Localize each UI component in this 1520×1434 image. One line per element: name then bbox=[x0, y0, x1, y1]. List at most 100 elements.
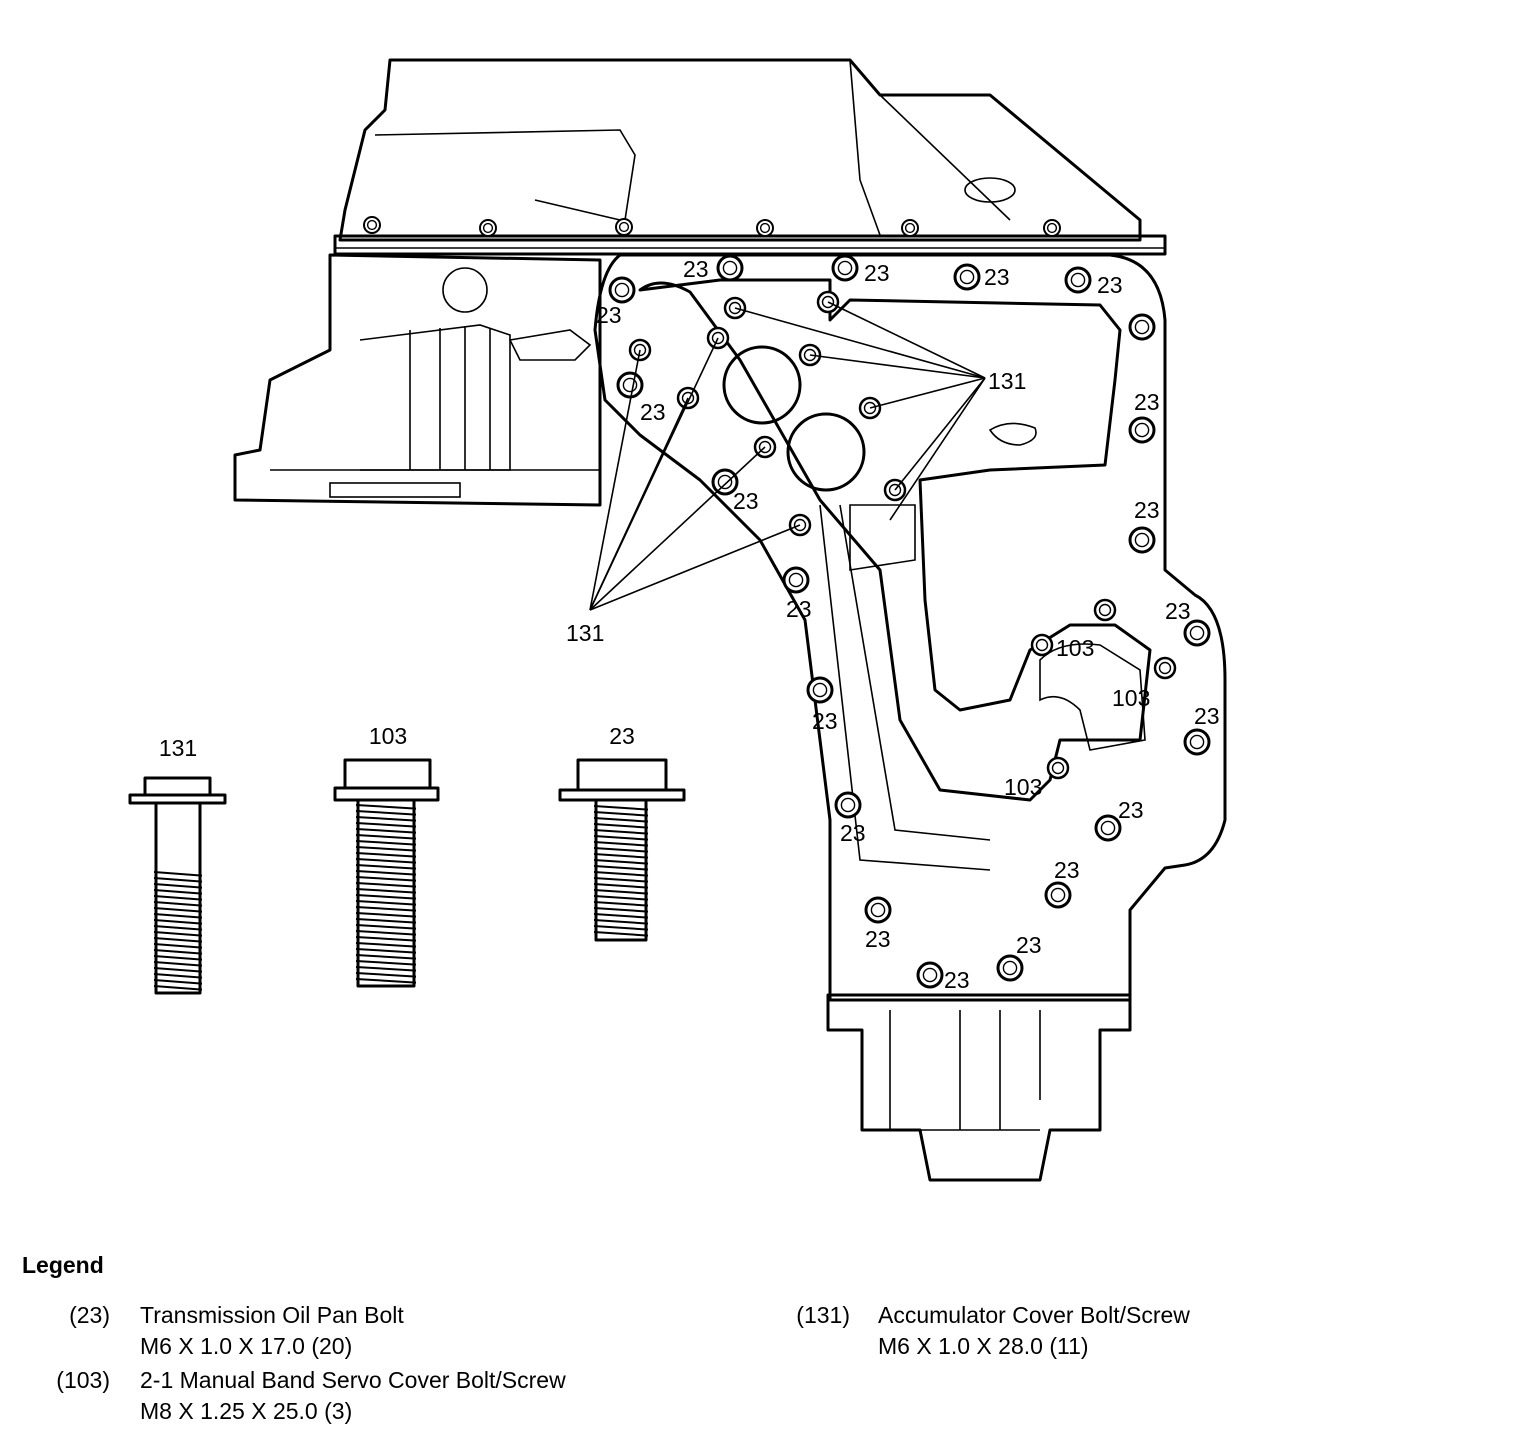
thread-line bbox=[355, 918, 417, 924]
thread-line bbox=[355, 960, 417, 966]
bolt-head-inner bbox=[840, 797, 856, 813]
callout-23: 23 bbox=[733, 488, 759, 514]
thread-line bbox=[593, 817, 649, 823]
bolt-head bbox=[716, 254, 744, 282]
thread-line bbox=[355, 954, 417, 960]
bolt-head bbox=[996, 954, 1024, 982]
bolt-head-inner bbox=[1035, 638, 1049, 652]
thread-line bbox=[355, 864, 417, 870]
thread-line bbox=[153, 895, 203, 901]
thread-line bbox=[153, 985, 203, 991]
leader-lines-131 bbox=[589, 301, 986, 611]
callout-23: 23 bbox=[1097, 272, 1123, 298]
bolt-head bbox=[1064, 266, 1092, 294]
thread-line bbox=[355, 852, 417, 858]
bolt-head-inner bbox=[1100, 820, 1116, 836]
thread-line bbox=[153, 937, 203, 943]
bolt-head-inner bbox=[722, 260, 738, 276]
extension-housing bbox=[826, 993, 1132, 1182]
callout-23: 23 bbox=[944, 967, 970, 993]
legend-title: Legend bbox=[22, 1252, 104, 1278]
thread-line bbox=[153, 967, 203, 973]
thread-line bbox=[593, 889, 649, 895]
legend-num: (23) bbox=[69, 1302, 110, 1328]
thread-line bbox=[593, 895, 649, 901]
fastener-103: 103 bbox=[333, 723, 440, 988]
bolt-head-inner bbox=[821, 295, 835, 309]
bolt-head-inner bbox=[959, 269, 975, 285]
legend-spec: M6 X 1.0 X 17.0 (20) bbox=[140, 1333, 353, 1359]
legend-spec: M6 X 1.0 X 28.0 (11) bbox=[878, 1333, 1089, 1359]
bolt-head bbox=[608, 276, 636, 304]
thread-line bbox=[593, 877, 649, 883]
bolt-head bbox=[1128, 416, 1156, 444]
callout-23: 23 bbox=[1134, 389, 1160, 415]
thread-line bbox=[593, 883, 649, 889]
callout-23: 23 bbox=[1016, 932, 1042, 958]
thread-line bbox=[153, 889, 203, 895]
bolt-head bbox=[1046, 756, 1070, 780]
thread-line bbox=[355, 882, 417, 888]
bolt-head-inner bbox=[1046, 222, 1058, 234]
thread-line bbox=[355, 912, 417, 918]
thread-line bbox=[355, 966, 417, 972]
fastener-label-131: 131 bbox=[159, 735, 197, 761]
bolt-head-inner bbox=[759, 222, 771, 234]
thread-line bbox=[355, 924, 417, 930]
bolt-head-inner bbox=[863, 401, 877, 415]
bolt-head bbox=[615, 218, 633, 236]
callout-23: 23 bbox=[640, 399, 666, 425]
thread-line bbox=[593, 823, 649, 829]
thread-line bbox=[355, 888, 417, 894]
thread-line bbox=[355, 900, 417, 906]
fastener-23: 23 bbox=[558, 723, 686, 942]
callout-23: 23 bbox=[812, 708, 838, 734]
bolt-head-inner bbox=[1070, 272, 1086, 288]
thread-line bbox=[153, 871, 203, 877]
thread-line bbox=[153, 883, 203, 889]
bolt-head-inner bbox=[758, 440, 772, 454]
thread-line bbox=[593, 871, 649, 877]
bolt-head-inner bbox=[888, 483, 902, 497]
thread-line bbox=[355, 870, 417, 876]
thread-line bbox=[593, 847, 649, 853]
callout-23: 23 bbox=[1134, 497, 1160, 523]
callout-labels-23: 23 23 23 23 23 23 23 23 23 23 23 23 23 2… bbox=[596, 256, 1220, 993]
thread-line bbox=[153, 949, 203, 955]
bolt-head-inner bbox=[788, 572, 804, 588]
bolt-head-inner bbox=[1134, 319, 1150, 335]
bolt-head-inner bbox=[1189, 734, 1205, 750]
transmission-diagram: 23 23 23 23 23 23 23 23 23 23 23 23 23 2… bbox=[128, 58, 1227, 1182]
bolt-head bbox=[901, 219, 919, 237]
legend-spec: M8 X 1.25 X 25.0 (3) bbox=[140, 1398, 353, 1424]
thread-line bbox=[153, 901, 203, 907]
bolt-head-inner bbox=[1134, 532, 1150, 548]
thread-line bbox=[593, 931, 649, 937]
bolt-head-inner bbox=[614, 282, 630, 298]
thread-line bbox=[355, 876, 417, 882]
callout-23: 23 bbox=[596, 302, 622, 328]
thread-line bbox=[593, 919, 649, 925]
bolt-head-inner bbox=[366, 219, 378, 231]
thread-line bbox=[153, 973, 203, 979]
bolt-head-inner bbox=[812, 682, 828, 698]
bolt-head-inner bbox=[793, 518, 807, 532]
thread-line bbox=[593, 829, 649, 835]
thread-line bbox=[593, 859, 649, 865]
callout-23: 23 bbox=[984, 264, 1010, 290]
bolt-head bbox=[1183, 728, 1211, 756]
bolt-head bbox=[363, 216, 381, 234]
valve-body-cover bbox=[593, 253, 1227, 1002]
thread-line bbox=[355, 906, 417, 912]
thread-line bbox=[355, 828, 417, 834]
thread-line bbox=[153, 955, 203, 961]
bolt-head bbox=[916, 961, 944, 989]
bolt-head-inner bbox=[870, 902, 886, 918]
bolt-head bbox=[756, 219, 774, 237]
bolt-head bbox=[479, 219, 497, 237]
thread-line bbox=[153, 913, 203, 919]
fastener-label-23: 23 bbox=[609, 723, 635, 749]
bolt-head bbox=[1093, 598, 1117, 622]
bolt-head bbox=[953, 263, 981, 291]
callout-103: 103 bbox=[1112, 685, 1150, 711]
